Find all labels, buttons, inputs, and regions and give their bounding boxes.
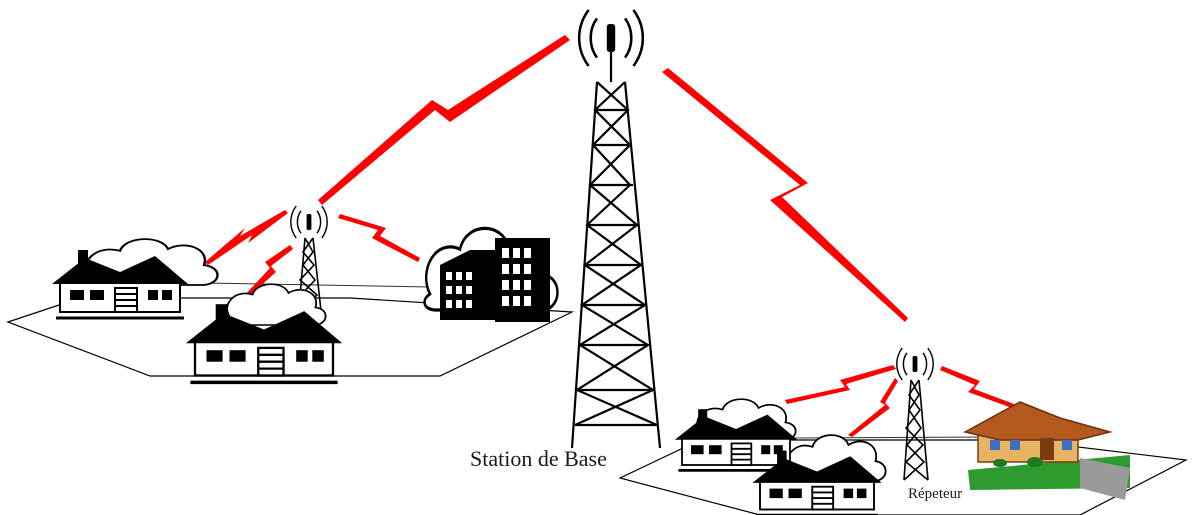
office-building-icon — [440, 238, 550, 322]
antenna-signal-icon — [290, 205, 328, 239]
radio-link-left-2 — [242, 245, 293, 299]
radio-link-left-3 — [338, 214, 420, 262]
lattice-tower-icon — [570, 40, 662, 449]
colored-house-icon — [962, 401, 1130, 500]
radio-link-base-right — [662, 68, 908, 322]
repeater-label: Répeteur — [908, 486, 963, 502]
radio-link-right-3 — [940, 366, 1014, 408]
radio-link-base-left — [318, 35, 570, 205]
radio-link-right-1 — [785, 365, 896, 404]
radio-links — [205, 35, 1014, 437]
antenna-signal-icon — [896, 347, 934, 381]
radio-link-left-1 — [205, 210, 288, 265]
lattice-tower-icon — [903, 379, 929, 481]
base-station-label: Station de Base — [470, 446, 607, 471]
radio-link-right-2 — [848, 378, 898, 437]
